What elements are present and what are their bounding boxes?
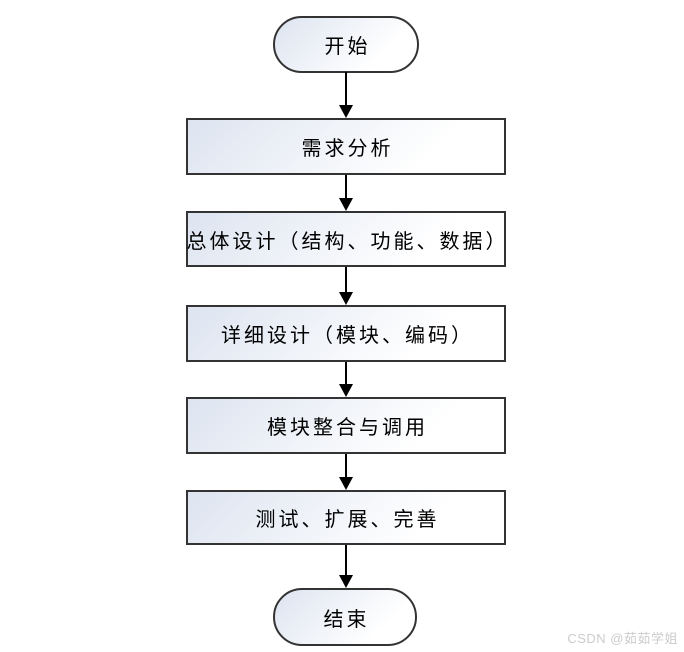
arrow-down-icon <box>339 362 353 397</box>
arrow-head <box>339 477 353 490</box>
node-detailed-design-label: 详细设计（模块、编码） <box>221 325 474 347</box>
node-overall-design-label: 总体设计（结构、功能、数据） <box>186 230 509 253</box>
arrow-shaft <box>345 175 347 200</box>
node-module-integration: 模块整合与调用 <box>186 397 506 454</box>
node-test-extend-improve-label: 测试、扩展、完善 <box>255 509 440 531</box>
watermark: CSDN @茹茹学姐 <box>567 631 678 646</box>
arrow-head <box>339 292 353 305</box>
node-requirement-analysis-label: 需求分析 <box>301 138 394 160</box>
node-requirement-analysis: 需求分析 <box>186 118 506 175</box>
arrow-down-icon <box>339 72 353 118</box>
arrow-head <box>339 384 353 397</box>
node-start-label: 开始 <box>324 36 371 58</box>
arrow-head <box>339 575 353 588</box>
node-test-extend-improve: 测试、扩展、完善 <box>186 490 506 545</box>
node-detailed-design: 详细设计（模块、编码） <box>186 305 506 362</box>
node-start: 开始 <box>273 16 419 73</box>
arrow-head <box>339 198 353 211</box>
arrow-down-icon <box>339 267 353 305</box>
node-module-integration-label: 模块整合与调用 <box>267 417 428 439</box>
arrow-shaft <box>345 267 347 294</box>
arrow-down-icon <box>339 175 353 211</box>
arrow-shaft <box>345 72 347 107</box>
node-end: 结束 <box>273 588 417 646</box>
arrow-head <box>339 105 353 118</box>
arrow-shaft <box>345 362 347 386</box>
node-overall-design: 总体设计（结构、功能、数据） <box>186 211 506 267</box>
arrow-shaft <box>345 545 347 577</box>
arrow-down-icon <box>339 454 353 490</box>
node-end-label: 结束 <box>323 608 370 631</box>
arrow-shaft <box>345 454 347 479</box>
arrow-down-icon <box>339 545 353 588</box>
